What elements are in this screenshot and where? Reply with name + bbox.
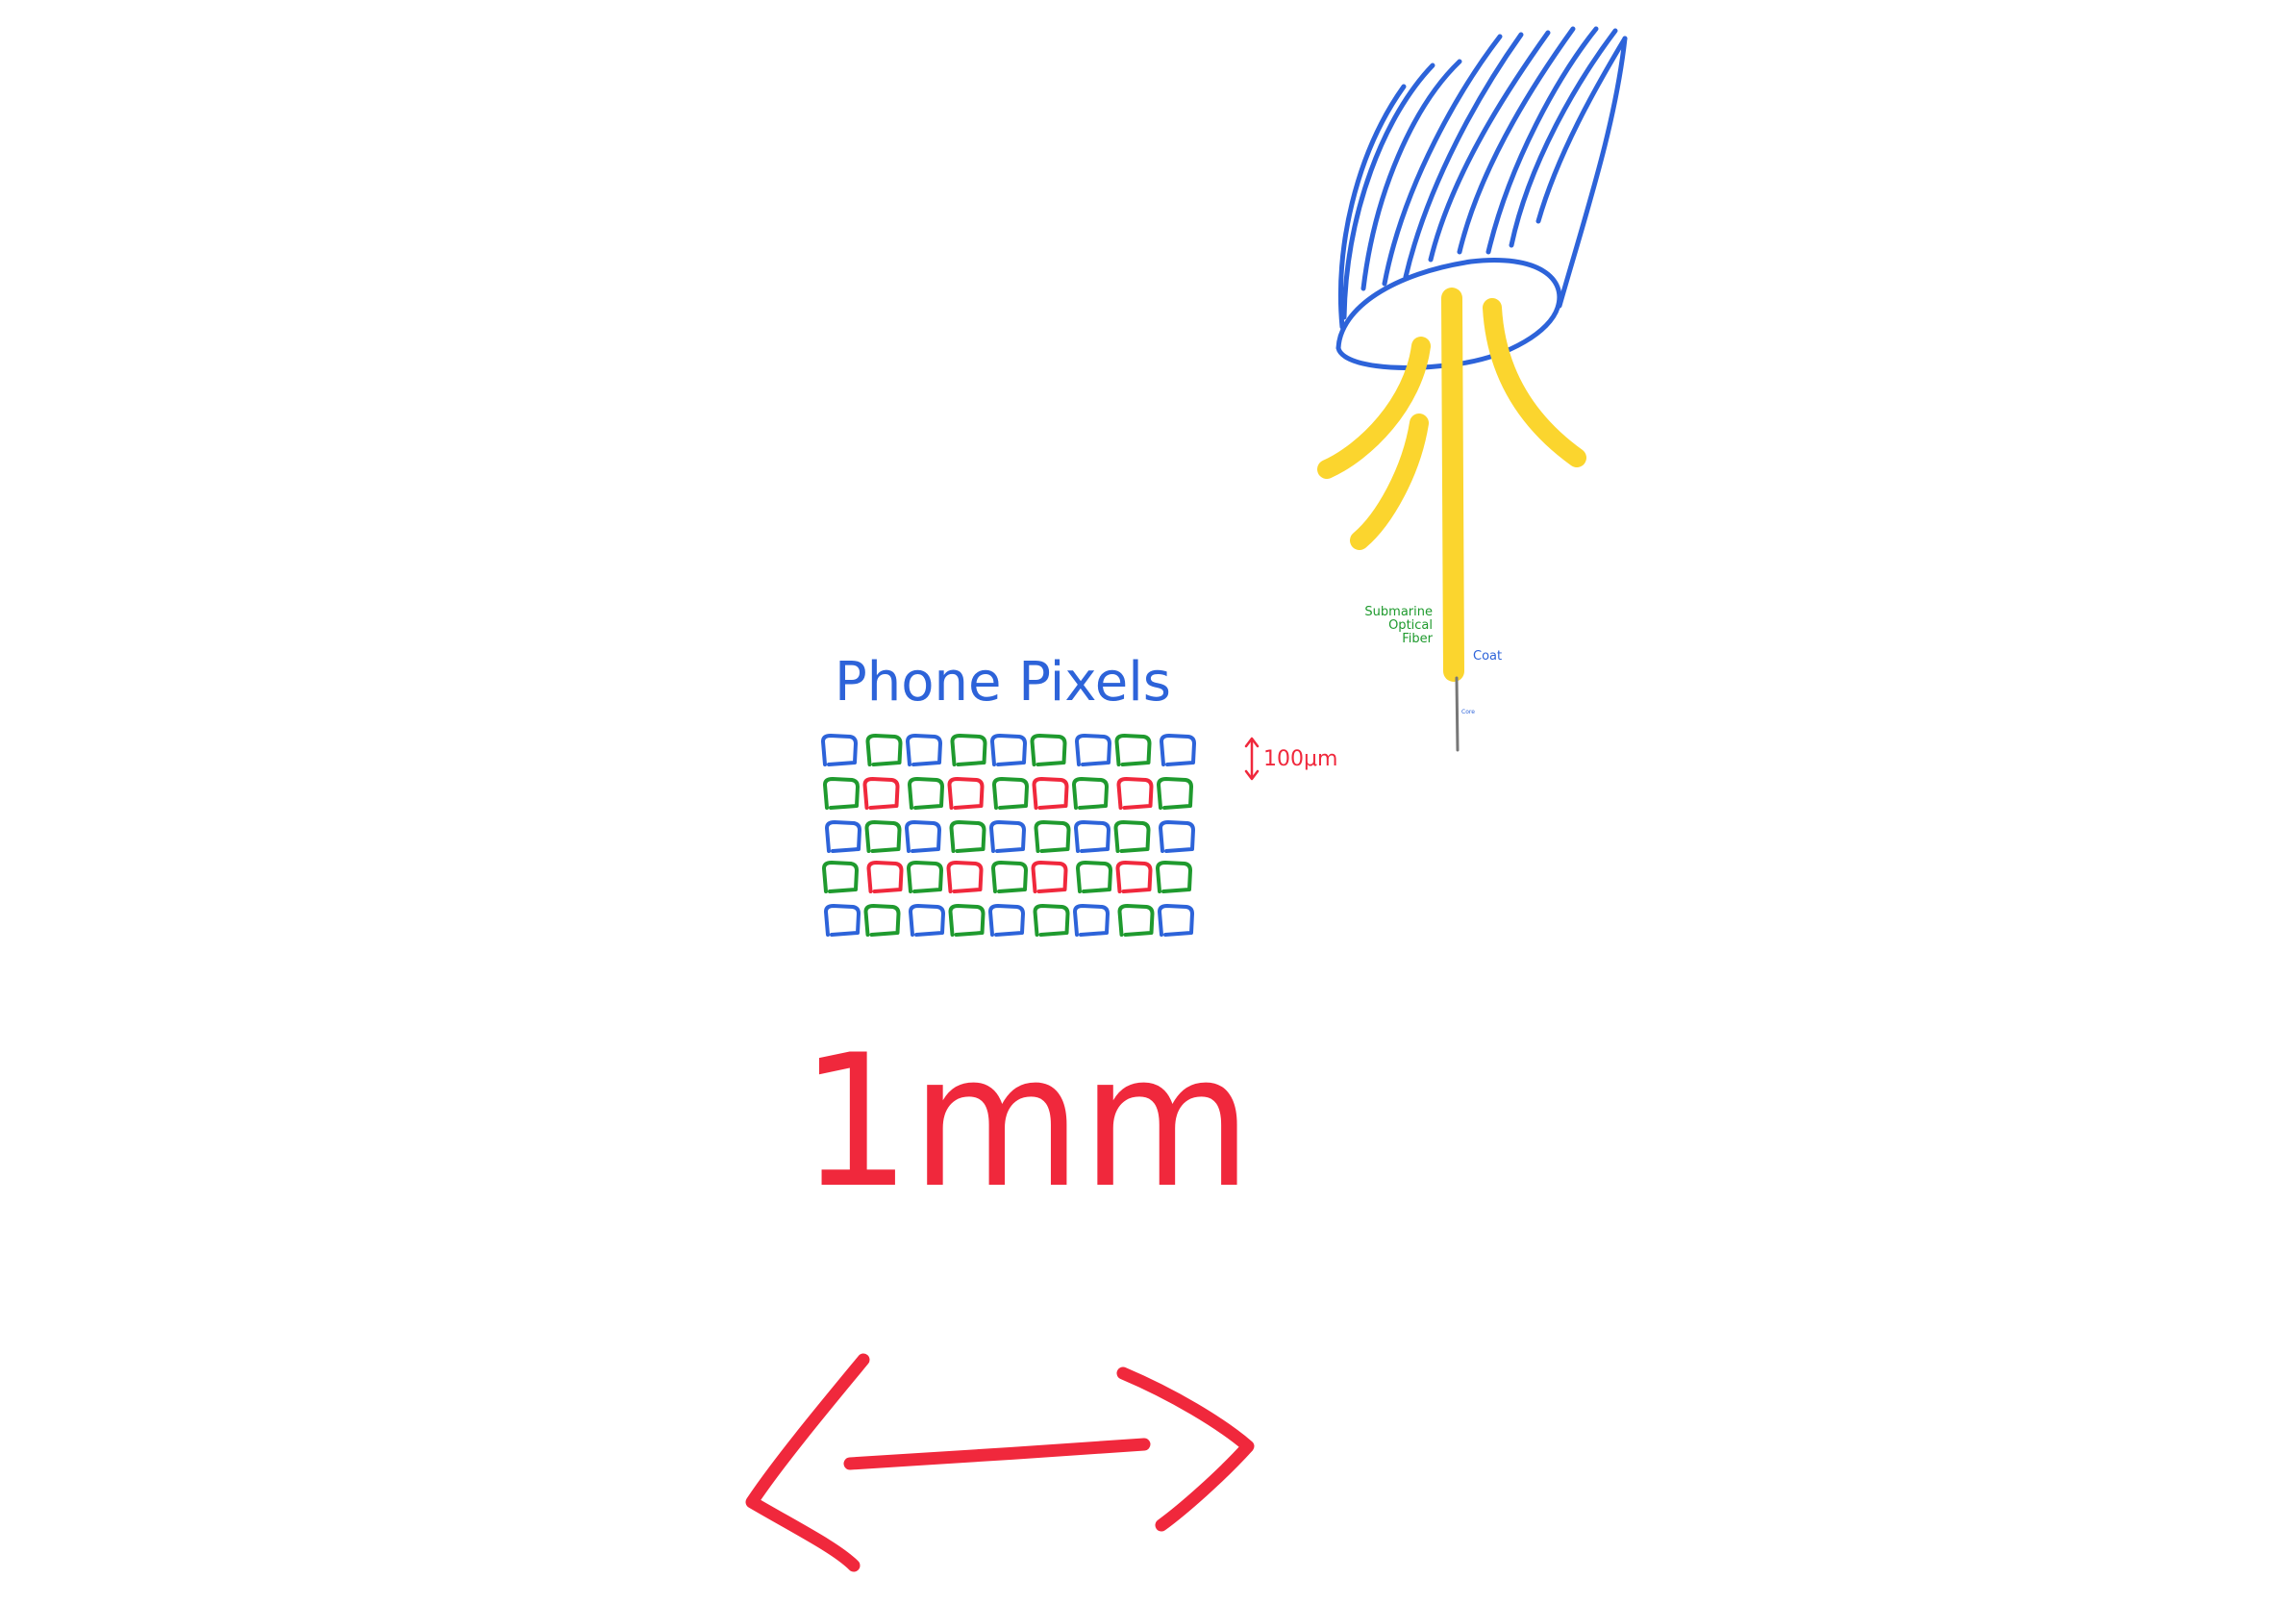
pixel-blue (824, 904, 861, 937)
pixel-blue (990, 734, 1027, 766)
fiber-label: Submarine Optical Fiber (1364, 605, 1433, 646)
fiber-label-line-1: Submarine (1364, 605, 1433, 619)
pixel-green (865, 734, 903, 766)
pixel-green (1114, 734, 1152, 766)
pixel-blue (909, 904, 945, 937)
scale-100um-label: 100μm (1263, 747, 1337, 771)
fiber-label-line-3: Fiber (1402, 632, 1433, 646)
pixel-blue (1075, 734, 1111, 766)
pixel-green (950, 734, 987, 766)
fiber-core-line (1455, 676, 1460, 752)
pixel-green (1033, 904, 1070, 937)
coat-label: Coat (1473, 649, 1502, 664)
pixel-green (1117, 904, 1155, 937)
pixel-green (949, 820, 986, 853)
pixel-blue (1073, 904, 1110, 937)
pixel-green (992, 777, 1029, 810)
scale-1mm-label: 1mm (800, 1015, 1252, 1228)
pixel-green (1072, 777, 1109, 810)
pixel-blue (905, 820, 941, 853)
pixel-blue (1160, 734, 1196, 766)
pixel-green (864, 820, 902, 853)
pixel-red (946, 861, 984, 893)
pixel-blue (989, 820, 1026, 853)
pixel-blue (1159, 820, 1195, 853)
pixels-title: Phone Pixels (835, 651, 1171, 714)
pixel-green (907, 861, 943, 893)
pixel-blue (1158, 904, 1194, 937)
pixel-blue (821, 734, 858, 766)
pixel-green (1076, 861, 1112, 893)
core-label: Core (1461, 709, 1475, 715)
pixel-blue (906, 734, 942, 766)
pixel-red (1032, 777, 1069, 810)
pixel-green (1030, 734, 1067, 766)
pixel-grid (821, 734, 1196, 937)
pixel-green (908, 777, 944, 810)
pixel-green (1157, 777, 1193, 810)
pixel-red (1116, 777, 1154, 810)
scale-100um-marker (1244, 737, 1260, 781)
pixel-green (948, 904, 986, 937)
pixel-green (863, 904, 901, 937)
pixel-green (1156, 861, 1192, 893)
pixel-red (1031, 861, 1068, 893)
fiber-bundle-icon (1335, 26, 1628, 370)
pixel-green (1113, 820, 1151, 853)
pixel-green (991, 861, 1028, 893)
pixel-green (823, 777, 860, 810)
pixel-green (1034, 820, 1071, 853)
double-arrow-icon (745, 1353, 1255, 1572)
pixel-blue (988, 904, 1025, 937)
optical-fiber (1317, 288, 1586, 682)
pixel-green (822, 861, 859, 893)
pixel-red (1115, 861, 1153, 893)
pixel-blue (1074, 820, 1111, 853)
pixel-red (947, 777, 985, 810)
pixel-red (866, 861, 904, 893)
fiber-label-line-2: Optical (1388, 618, 1433, 633)
pixel-red (862, 777, 900, 810)
pixel-blue (825, 820, 861, 853)
